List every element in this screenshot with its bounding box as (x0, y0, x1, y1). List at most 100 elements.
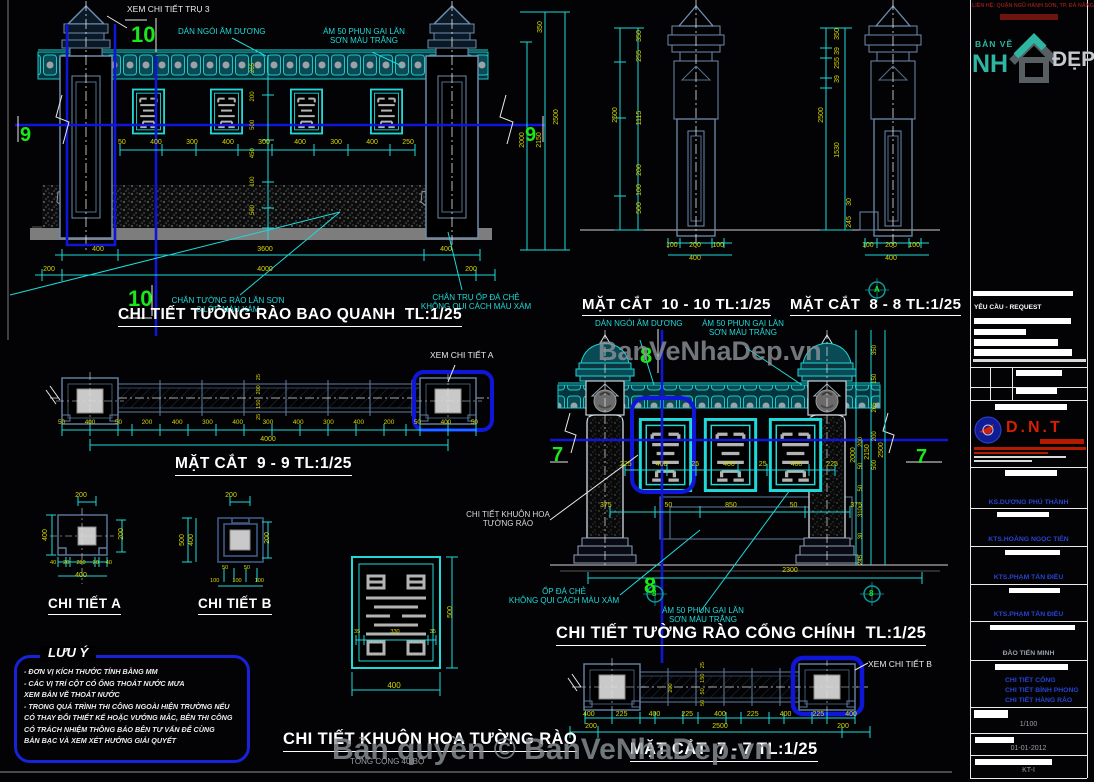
person-name: ĐÀO TIẾN MINH (1002, 650, 1055, 657)
dim-value: 300 (330, 139, 342, 146)
gate-fence-linework (549, 329, 948, 663)
notes-box (14, 655, 250, 763)
dim-gate-2150: 2150 (864, 444, 871, 460)
dim-s8-30: 30 (846, 198, 853, 206)
dim-value: 400 (366, 139, 378, 146)
dim-value: 300 (262, 419, 274, 426)
dim-value: 400 (232, 419, 244, 426)
dim-value: 225 (681, 711, 694, 718)
dim-value: 50 (118, 139, 126, 146)
dim-s10-255: 255 (636, 50, 643, 62)
callout-see-detail-a: XEM CHI TIẾT A (430, 350, 494, 360)
title-perimeter-fence: CHI TIẾT TƯỜNG RÀO BAO QUANH TL:1/25 (118, 306, 463, 327)
dim-value: 200 (256, 385, 262, 395)
dim-s10-total: 2500 (612, 107, 619, 123)
title-detail-a: CHI TIẾT A (48, 596, 122, 615)
dim-plan7-left: 200 (585, 723, 597, 730)
sheet-number: KT-I (1022, 767, 1035, 774)
scale-value: 1/100 (1019, 721, 1038, 728)
titleblock-rule (970, 584, 1087, 585)
title-section-8: MẶT CẮT 8 - 8 TL:1/25 (790, 296, 962, 317)
dim-value: 35 (429, 629, 436, 635)
section-marker-10-bottom: 10 (128, 286, 153, 311)
notes-lines: - ĐƠN VỊ KÍCH THƯỚC TÍNH BẰNG MM- CÁC VỊ… (24, 666, 242, 747)
dim-value: 400 (723, 461, 735, 468)
dim-value: 225 (812, 711, 825, 718)
watermark-center: BanVeNhaDep.vn (598, 336, 822, 366)
dim-value: 400 (583, 711, 595, 718)
house-icon (1009, 33, 1059, 83)
dim-value: 150 (872, 373, 878, 384)
titleblock-rule (970, 367, 1087, 368)
dim-value: 500 (250, 204, 256, 215)
redacted-bar (975, 737, 1014, 743)
section-marker-9-left: 9 (20, 124, 32, 146)
person-name: KTS.PHẠM TẤN ĐIỀU (993, 574, 1064, 581)
titleblock-rule (970, 621, 1087, 622)
dim-value: 450 (250, 148, 256, 159)
redacted-bar (1016, 388, 1057, 394)
sheet-content-line: CHI TIẾT HÀNG RÀO (1005, 697, 1073, 704)
callout-tile: DÁN NGÓI ÂM DƯƠNG (178, 27, 266, 36)
dim-value: 245 (858, 554, 864, 565)
redacted-bar (974, 329, 1026, 335)
dim-value: 300 (186, 139, 198, 146)
dim-value: 50 (700, 688, 706, 695)
illegible-red-line (974, 452, 1048, 454)
title-detail-b: CHI TIẾT B (198, 596, 272, 615)
sheet-content-line: CHI TIẾT BÌNH PHONG (1005, 687, 1079, 694)
note-line: XEM BẢN VẼ THOÁT NƯỚC (24, 690, 120, 700)
logo-dep: ĐẸP (1052, 48, 1094, 71)
dim-s8-total: 2500 (818, 107, 825, 123)
dim-value: 100 (232, 578, 242, 584)
dim-da-right: 200 (118, 528, 125, 540)
dim-value: 400 (353, 419, 365, 426)
dim-value: 400 (292, 419, 304, 426)
dim-value: 200 (250, 91, 256, 102)
dim-value: 225 (746, 711, 759, 718)
dim-value: 225 (620, 461, 632, 468)
redacted-bar (1005, 550, 1060, 555)
title-gate: CHI TIẾT TƯỜNG RÀO CỔNG CHÍNH TL:1/25 (556, 624, 927, 646)
dim-value: 850 (725, 502, 737, 509)
note-line: - TRONG QUÁ TRÌNH THI CÔNG NGOÀI HIỆN TR… (24, 701, 230, 711)
title-section-10: MẶT CẮT 10 - 10 TL:1/25 (582, 296, 771, 317)
dim-flower-right: 500 (447, 606, 454, 618)
dim-value: 400 (714, 711, 726, 718)
dim-da-left: 400 (42, 529, 49, 541)
dim-value: 50 (58, 419, 66, 426)
dim-2000: 2000 (519, 132, 526, 148)
redacted-bar (990, 625, 1075, 630)
dim-value: 400 (150, 139, 162, 146)
dnt-company-name: D.N.T (1006, 419, 1063, 436)
note-line: CÓ THAY ĐỔI THIẾT KẾ HOẶC VƯỚNG MẮC, BÊN… (24, 713, 233, 723)
dim-value: 310 (858, 507, 864, 518)
illegible-text-line (973, 359, 1086, 362)
plan-and-details-linework (45, 364, 494, 696)
dim-value: 300 (323, 419, 334, 426)
request-header: YÊU CẦU - REQUEST (974, 304, 1042, 311)
redacted-bar (974, 710, 1008, 718)
dim-350: 350 (537, 21, 544, 33)
person-name: KTS.PHẠM TẤN ĐIỀU (993, 611, 1064, 618)
dim-bot-left: 200 (43, 266, 55, 273)
dim-value: 300 (258, 139, 270, 146)
titleblock-border-left (970, 0, 971, 778)
dim-value: 200 (383, 419, 395, 426)
dim-value: 400 (648, 711, 661, 718)
dim-value: 200 (141, 419, 153, 426)
logo-nha: NH (972, 50, 1009, 78)
dim-value: 500 (250, 119, 256, 130)
dim-value: 30 (858, 532, 864, 540)
section-marker-8-bottom: 8 (644, 573, 657, 598)
dim-value: 100 (250, 176, 256, 187)
dnt-logo-icon (974, 416, 1002, 444)
dim-plan7-total: 2500 (712, 723, 728, 730)
dim-value: 100 (908, 242, 920, 249)
logo-banve: BẢN VẼ (975, 39, 1014, 49)
